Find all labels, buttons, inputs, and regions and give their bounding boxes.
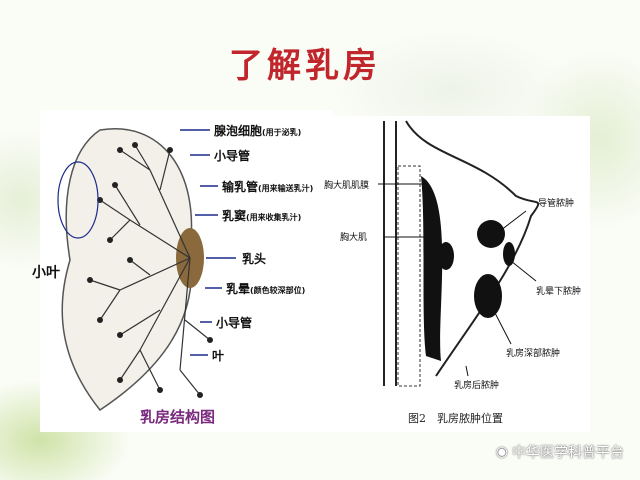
abscess-location-diagram: 胸大肌肌膜 胸大肌 导管脓肿 乳晕下脓肿 乳房深部脓肿 乳房后脓肿 图2 乳房脓… — [324, 116, 590, 432]
label-lactiferous-sinus: 乳窦(用来收集乳汁) — [222, 209, 302, 223]
breast-structure-illustration — [57, 128, 236, 412]
watermark-text: 中华医学科普平台 — [512, 445, 624, 461]
label-small-duct-2: 小导管 — [216, 316, 253, 330]
label-lobe: 叶 — [212, 349, 225, 363]
label-areola: 乳晕(颜色较深部位) — [226, 282, 306, 296]
label-lactiferous-duct: 输乳管(用来输送乳汁) — [222, 180, 314, 194]
wechat-icon: ◉ — [495, 444, 508, 460]
label-pectoralis-major: 胸大肌 — [340, 233, 368, 243]
label-deep-abscess: 乳房深部脓肿 — [506, 349, 561, 359]
breast-structure-diagram: 腺泡细胞(用于泌乳) 小导管 输乳管(用来输送乳汁) 乳窦(用来收集乳汁) 乳头… — [32, 110, 332, 432]
abscess-cross-section — [378, 120, 540, 387]
label-small-duct: 小导管 — [214, 149, 251, 163]
slide-title: 了解乳房 — [229, 46, 381, 86]
left-diagram-caption: 乳房结构图 — [140, 408, 216, 426]
label-pectoral-fascia: 胸大肌肌膜 — [324, 181, 370, 191]
label-retromammary-abscess: 乳房后脓肿 — [454, 381, 500, 391]
label-nipple: 乳头 — [242, 252, 267, 266]
label-subareolar-abscess: 乳晕下脓肿 — [536, 287, 582, 297]
label-lobule: 小叶 — [32, 265, 60, 281]
label-ductal-abscess: 导管脓肿 — [538, 199, 575, 209]
label-acinar-cells: 腺泡细胞(用于泌乳) — [214, 124, 302, 138]
watermark: ◉ 中华医学科普平台 — [496, 442, 624, 462]
right-diagram-caption: 图2 乳房脓肿位置 — [408, 412, 503, 425]
